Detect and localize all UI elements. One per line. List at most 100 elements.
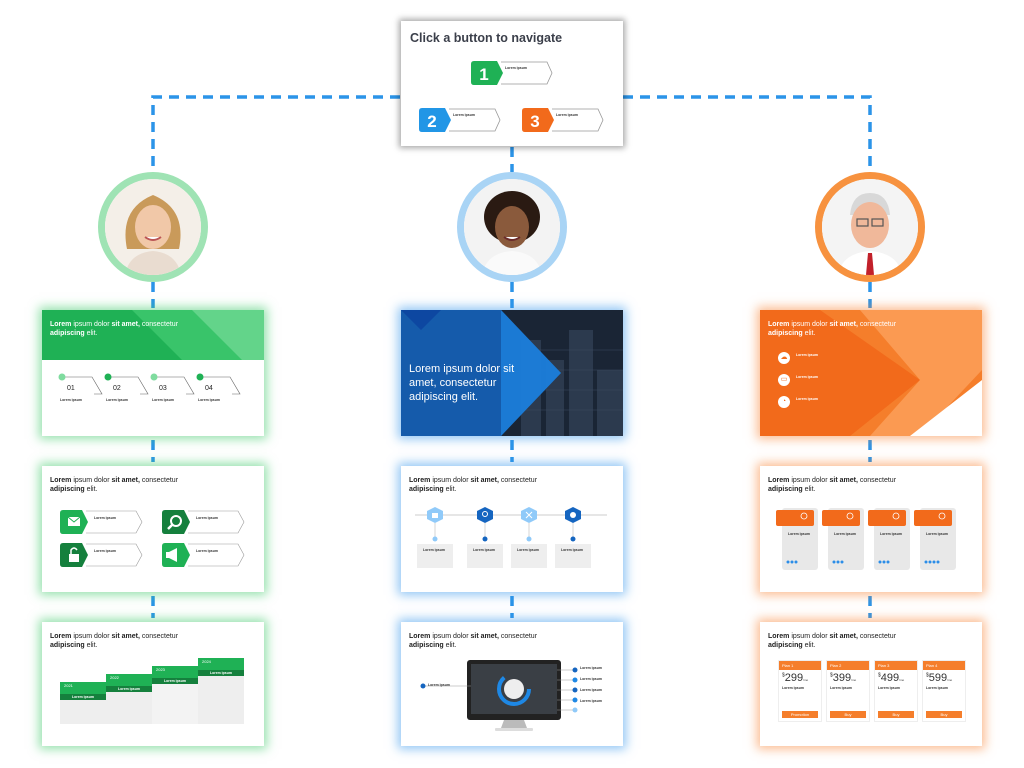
- plan-4-name: Plan 4: [923, 661, 965, 670]
- icon-item-1-label: Lorem ipsum: [94, 516, 116, 520]
- plan-1-button[interactable]: Promotion: [782, 711, 818, 718]
- stair-item-2-label: Lorem ipsum: [118, 687, 140, 691]
- plan-3-name: Plan 3: [875, 661, 917, 670]
- stair-item-3-label: Lorem ipsum: [164, 679, 186, 683]
- orange-item-3-label: Lorem ipsum: [796, 397, 818, 401]
- svg-text:3: 3: [530, 112, 539, 131]
- plan-3-currency: $: [878, 672, 881, 679]
- plan-1-currency: $: [782, 672, 785, 679]
- nav-button-3[interactable]: 3: [522, 108, 604, 132]
- step-2: 02: [113, 385, 121, 392]
- profile-card-3-label: Lorem ipsum: [880, 532, 902, 536]
- nav-button-2[interactable]: 2: [419, 108, 501, 132]
- monitor-right-label-1: Lorem ipsum: [580, 666, 602, 670]
- monitor-right-label-3: Lorem ipsum: [580, 688, 602, 692]
- step-3-label: Lorem ipsum: [152, 398, 174, 402]
- pricing-card-3: Plan 3 $499/mo Lorem ipsum Buy: [874, 660, 918, 722]
- profile-cards: [776, 508, 956, 570]
- step-timeline: [58, 373, 241, 395]
- plan-3-per: /mo: [899, 678, 905, 682]
- pricing-card-1: Plan 1 $299/mo Lorem ipsum Promotion: [778, 660, 822, 722]
- profile-card-1-label: Lorem ipsum: [788, 532, 810, 536]
- step-1: 01: [67, 385, 75, 392]
- step-1-label: Lorem ipsum: [60, 398, 82, 402]
- step-4-label: Lorem ipsum: [198, 398, 220, 402]
- plan-2-per: /mo: [851, 678, 857, 682]
- nav-button-3-label: Lorem ipsum: [556, 113, 578, 117]
- nav-button-2-label: Lorem ipsum: [453, 113, 475, 117]
- svg-text:1: 1: [479, 65, 488, 84]
- navigation-slide: Click a button to navigate 1 2 3 Lorem i…: [401, 21, 623, 146]
- plan-2-label: Lorem ipsum: [830, 686, 852, 690]
- plan-3-button[interactable]: Buy: [878, 711, 914, 718]
- navigation-title: Click a button to navigate: [410, 31, 563, 45]
- step-4: 04: [205, 385, 213, 392]
- stair-item-4-label: Lorem ipsum: [210, 671, 232, 675]
- pricing-card-4: Plan 4 $599/mo Lorem ipsum Buy: [922, 660, 966, 722]
- profile-card-2-label: Lorem ipsum: [834, 532, 856, 536]
- chart-icon: ◔: [778, 396, 790, 408]
- city-background: [401, 310, 623, 436]
- icon-grid: [60, 510, 245, 567]
- plan-1-name: Plan 1: [779, 661, 821, 670]
- monitor-graphic: [420, 660, 578, 731]
- step-3: 03: [159, 385, 167, 392]
- hex-item-3-label: Lorem ipsum: [517, 548, 539, 552]
- hex-item-1-label: Lorem ipsum: [423, 548, 445, 552]
- nav-button-1-label: Lorem ipsum: [505, 66, 527, 70]
- monitor-right-label-4: Lorem ipsum: [580, 699, 602, 703]
- hex-item-2-label: Lorem ipsum: [473, 548, 495, 552]
- step-2-label: Lorem ipsum: [106, 398, 128, 402]
- stair-item-1-label: Lorem ipsum: [72, 695, 94, 699]
- plan-4-label: Lorem ipsum: [926, 686, 948, 690]
- plan-4-per: /mo: [947, 678, 953, 682]
- plan-2-button[interactable]: Buy: [830, 711, 866, 718]
- plan-4-price: 599: [928, 672, 948, 684]
- green-banner: [42, 310, 264, 360]
- plan-1-per: /mo: [803, 678, 809, 682]
- blue-slide-1-text: Lorem ipsum dolor sit amet, consectetur …: [409, 363, 515, 403]
- year-stairs: [60, 658, 244, 724]
- plan-2-name: Plan 2: [827, 661, 869, 670]
- plan-1-price: 299: [784, 672, 804, 684]
- monitor-left-label: Lorem ipsum: [428, 683, 450, 687]
- screen-icon: ▭: [778, 374, 790, 386]
- cloud-icon: ☁: [778, 352, 790, 364]
- orange-background: [760, 310, 982, 436]
- icon-item-4-label: Lorem ipsum: [196, 549, 218, 553]
- year-4: 2024: [202, 659, 211, 664]
- plan-4-button[interactable]: Buy: [926, 711, 962, 718]
- avatar-woman-blonde[interactable]: [98, 172, 208, 282]
- svg-text:2: 2: [427, 112, 436, 131]
- year-1: 2021: [64, 683, 73, 688]
- avatar-man-glasses[interactable]: [815, 172, 925, 282]
- nav-button-1[interactable]: 1: [471, 61, 553, 85]
- year-3: 2023: [156, 667, 165, 672]
- icon-item-2-label: Lorem ipsum: [196, 516, 218, 520]
- monitor-right-label-2: Lorem ipsum: [580, 677, 602, 681]
- profile-card-4-label: Lorem ipsum: [926, 532, 948, 536]
- icon-item-3-label: Lorem ipsum: [94, 549, 116, 553]
- avatar-woman-curly[interactable]: [457, 172, 567, 282]
- plan-3-label: Lorem ipsum: [878, 686, 900, 690]
- blue-slide-1[interactable]: Lorem ipsum dolor sit amet, consectetur …: [401, 310, 623, 436]
- plan-3-price: 499: [880, 672, 900, 684]
- plan-2-currency: $: [830, 672, 833, 679]
